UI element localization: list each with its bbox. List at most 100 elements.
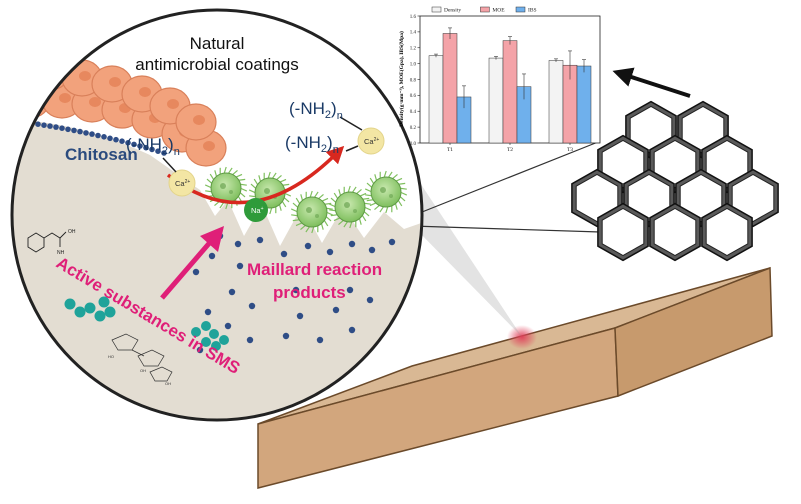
y-tick-label: 0.0 xyxy=(410,142,417,147)
cell-nucleus xyxy=(27,93,39,103)
bar-moe-t1 xyxy=(442,33,458,144)
chitosan-dot xyxy=(95,132,101,139)
zoom-line-bottom xyxy=(411,225,601,233)
maillard-dot xyxy=(246,336,254,344)
maillard-line-2: products xyxy=(273,283,346,302)
bond-left xyxy=(162,157,177,173)
x-tick-label: T1 xyxy=(447,147,453,153)
cell-nucleus xyxy=(109,77,121,87)
maillard-dot xyxy=(208,252,216,260)
cell-nucleus xyxy=(203,141,215,151)
honeycomb-cell-inner xyxy=(679,173,723,223)
amine-left: (-NH2)n xyxy=(126,135,180,158)
maillard-dot xyxy=(368,246,376,254)
chitosan-dot xyxy=(107,135,113,142)
sample-spot xyxy=(507,325,537,349)
arrow-to-chart xyxy=(612,67,691,98)
chitosan-dot xyxy=(17,118,23,125)
honeycomb-structure xyxy=(571,100,779,262)
chitosan-dot xyxy=(65,126,71,133)
zoom-cone xyxy=(395,145,522,337)
svg-text:OH: OH xyxy=(140,368,146,373)
maillard-dot xyxy=(236,262,244,270)
active-substance-arrow xyxy=(160,238,214,300)
teal-molecule-2 xyxy=(191,321,229,351)
bar-density-t1 xyxy=(428,55,444,144)
maillard-dot xyxy=(282,332,290,340)
y-tick-label: 1.2 xyxy=(410,47,417,52)
microbe xyxy=(290,190,334,234)
amine-right-top: (-NH2)n xyxy=(289,99,343,122)
legend-label: MOE xyxy=(492,8,505,14)
chart-y-axis-label: Density(g·mm⁻³), MOE(Gpa), IBS(Mpa) xyxy=(398,31,405,127)
phenylalanine-structure: NH OH xyxy=(27,229,76,256)
cell-nucleus xyxy=(47,65,59,75)
maillard-dot xyxy=(204,308,212,316)
maillard-dot xyxy=(326,248,334,256)
maillard-dot xyxy=(366,296,374,304)
legend-label: IBS xyxy=(528,8,537,14)
bar-moe-t2 xyxy=(502,40,518,144)
maillard-dot xyxy=(304,242,312,250)
honeycomb-cell-inner xyxy=(705,207,749,257)
maillard-dot xyxy=(388,238,396,246)
bar-density-t3 xyxy=(548,60,564,144)
substrate-region xyxy=(12,119,422,420)
cell-nucleus xyxy=(59,93,71,103)
microbe xyxy=(248,171,292,215)
svg-text:HO: HO xyxy=(108,354,114,359)
cell-nucleus xyxy=(167,99,179,109)
maillard-dot xyxy=(224,322,232,330)
microbes xyxy=(204,166,408,234)
maillard-dot xyxy=(248,302,256,310)
legend-swatch xyxy=(515,6,526,13)
chitosan-dot xyxy=(143,144,149,151)
chitosan-dot xyxy=(41,122,47,128)
maillard-dot xyxy=(192,268,200,276)
teal-molecule-1 xyxy=(64,296,116,322)
board-side-face xyxy=(614,266,773,398)
y-tick-label: 1.4 xyxy=(410,31,417,36)
maillard-product-dots xyxy=(192,232,396,354)
chitosan-dot xyxy=(155,148,161,154)
bar-density-t2 xyxy=(488,57,504,144)
honeycomb-cell-inner xyxy=(653,207,697,257)
chitosan-dot xyxy=(12,118,17,124)
svg-text:OH: OH xyxy=(68,229,76,235)
chitosan-dot xyxy=(119,138,125,144)
sugar-structures: HO OH OH xyxy=(108,333,173,386)
y-tick-label: 0.6 xyxy=(410,94,417,99)
ca-ion-right-label: Ca2+ xyxy=(364,137,379,146)
chitosan-dot xyxy=(149,146,155,153)
chitosan-dot xyxy=(47,123,53,129)
legend-label: Density xyxy=(444,8,461,14)
cell-nucleus xyxy=(193,115,205,125)
chitosan-dot xyxy=(53,124,59,130)
bond-right-top xyxy=(339,116,363,131)
legend-swatch xyxy=(431,6,442,13)
title-line-2: antimicrobial coatings xyxy=(135,55,298,74)
chitosan-dot xyxy=(59,125,65,131)
magnified-circle: NH OH HO OH OH xyxy=(10,8,424,422)
particleboard xyxy=(257,266,773,489)
chitosan-dot xyxy=(137,143,143,149)
active-substance-arrowhead xyxy=(200,226,224,252)
maillard-dot xyxy=(316,336,324,344)
y-tick-label: 0.2 xyxy=(410,126,417,131)
y-tick-label: 1.6 xyxy=(410,15,417,20)
microbe xyxy=(328,185,372,229)
zoom-line-top xyxy=(411,141,599,217)
maillard-dot xyxy=(332,306,340,314)
cell-nucleus xyxy=(89,97,101,107)
bar-ibs-t3 xyxy=(576,65,592,144)
maillard-line-1: Maillard reaction xyxy=(247,260,382,279)
chitosan-dot xyxy=(125,140,131,146)
maillard-dot xyxy=(346,286,354,294)
chart-axis: 0.00.20.40.60.81.01.21.41.6 xyxy=(410,15,420,147)
chitosan-dot xyxy=(77,128,83,135)
ca-ion-left-label: Ca2+ xyxy=(175,179,190,188)
ca-ion-left xyxy=(168,169,196,197)
